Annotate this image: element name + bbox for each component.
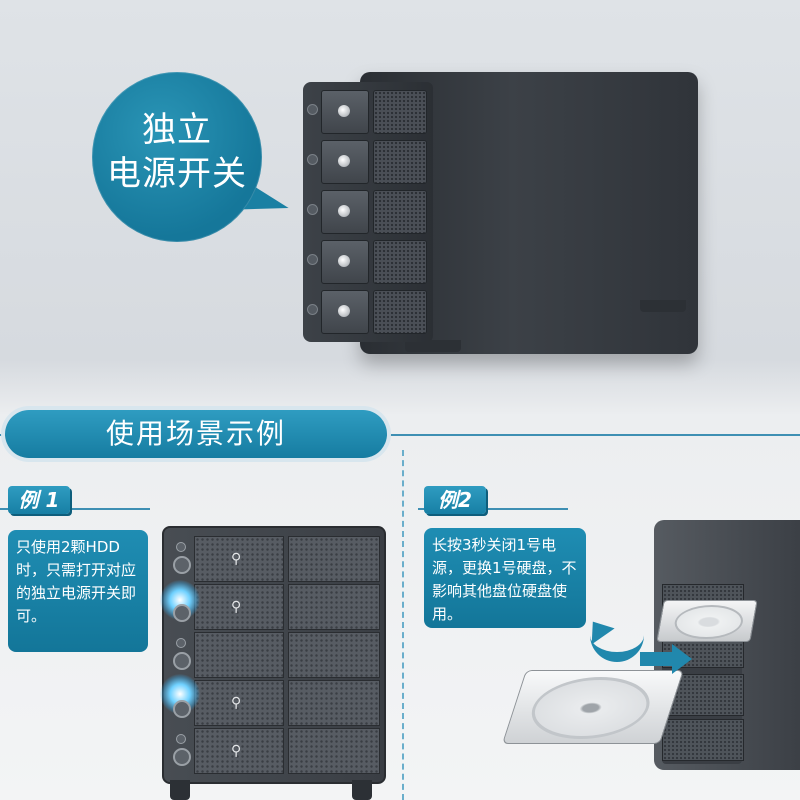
enclosure-front-panel [303,82,433,342]
callout-line-1: 独立 [142,110,212,150]
panel-foot [170,780,190,800]
tag-rule [418,508,568,510]
power-switch [173,556,191,574]
hard-drive [501,670,685,744]
example-1-text: 只使用2颗HDD时，只需打开对应的独立电源开关即可。 [8,530,148,652]
power-switch [173,652,191,670]
led-indicator [176,638,186,648]
power-switch [307,154,318,165]
section-divider [402,450,404,800]
example-2-tag: 例2 [424,486,486,514]
led-indicator [176,542,186,552]
led-indicator [176,734,186,744]
power-switch [173,700,191,718]
section-banner [5,410,387,458]
remove-arrow-icon [590,616,644,662]
enclosure-foot [640,300,686,312]
lock-icon: ⚲ [231,599,242,615]
power-switch [173,604,191,622]
example-2-text: 长按3秒关闭1号电源，更换1号硬盘，不影响其他盘位硬盘使用。 [424,528,586,628]
tag-rule [0,508,150,510]
lock-icon: ⚲ [231,743,242,759]
enclosure-foot [405,340,461,352]
power-switch [307,304,318,315]
hard-drive-tray-out [656,600,758,642]
panel-foot [352,780,372,800]
callout-bubble [92,72,262,242]
example-1-front-panel: ⚲ ⚲ ⚲ ⚲ [160,526,386,784]
example-1-tag: 例 1 [8,486,70,514]
lock-icon: ⚲ [231,695,242,711]
insert-arrow-head-icon [672,644,692,674]
power-switch [307,254,318,265]
callout-text: 独立 电源开关 [92,108,262,196]
power-switch [307,104,318,115]
power-switch [307,204,318,215]
power-switch [173,748,191,766]
insert-arrow-icon [640,652,676,666]
banner-rule [0,434,800,436]
lock-icon: ⚲ [231,551,242,567]
section-title: 使用场景示例 [105,417,286,450]
callout-line-2: 电源开关 [107,154,247,194]
